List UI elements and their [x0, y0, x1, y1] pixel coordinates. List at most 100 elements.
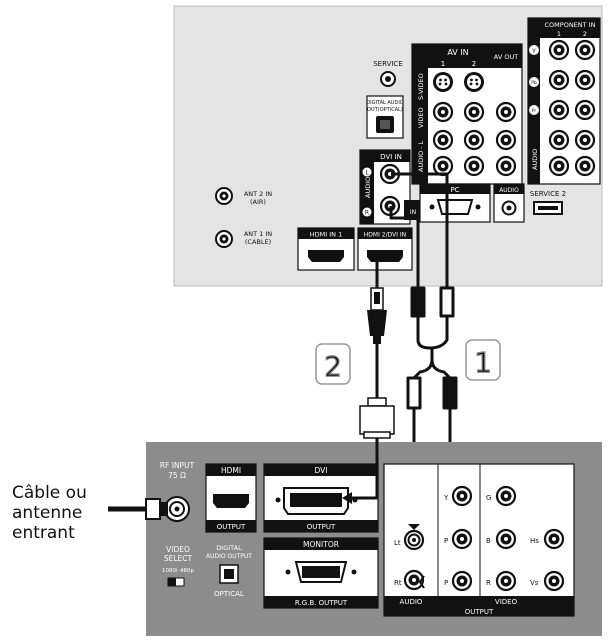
- tv-service-label: SERVICE: [373, 60, 403, 68]
- pc-label: PC: [450, 186, 459, 194]
- box-audio-lt-jack: [403, 529, 425, 551]
- box-dvi-label: DVI: [315, 466, 328, 475]
- component-1-label: 1: [557, 30, 561, 38]
- pc-audio-jack: [501, 200, 517, 216]
- av-video-jack-2: [463, 101, 485, 123]
- component-2-label: 2: [583, 30, 587, 38]
- hdmi-in2-port: [367, 250, 403, 262]
- box-output-label: OUTPUT: [465, 608, 494, 616]
- component-y-jack-1: [548, 39, 570, 61]
- box-pb-jack: [451, 528, 473, 550]
- ant1-label-1: ANT 1 IN: [244, 230, 272, 238]
- box-digital-audio-label-2: AUDIO OUTPUT: [206, 553, 252, 560]
- component-pb-label: Pb: [531, 80, 537, 86]
- component-pb-jack-2: [574, 69, 596, 91]
- component-in-label: COMPONENT IN: [545, 21, 596, 29]
- box-r-label: R: [486, 579, 491, 587]
- av-video-out-jack: [495, 101, 517, 123]
- res-480-label: 480p: [180, 568, 194, 574]
- box-vs-label: Vs: [530, 579, 539, 587]
- cable-label-2-box: [315, 343, 351, 385]
- box-hs-label: Hs: [530, 537, 539, 545]
- box-rt-label: Rt: [394, 579, 402, 587]
- incoming-coax-cable: [108, 498, 168, 520]
- component-pr-jack-2: [574, 99, 596, 121]
- s-video-jack-1: [433, 72, 453, 92]
- box-g-jack: [495, 485, 517, 507]
- component-pb-jack-1: [548, 69, 570, 91]
- component-audio-label: AUDIO: [531, 149, 539, 170]
- dvi-r-label: R: [365, 210, 369, 217]
- cable-in-label-2: antenne: [12, 503, 82, 523]
- av-in-label: AV IN: [447, 48, 468, 57]
- video-select-switch[interactable]: [167, 577, 185, 587]
- ant2-label-1: ANT 2 IN: [244, 190, 272, 198]
- component-y-label: Y: [531, 48, 536, 55]
- av-audio-r-jack-1: [432, 155, 454, 177]
- video-select-label-2: SELECT: [164, 554, 193, 563]
- pc-vga-port: [436, 199, 474, 215]
- box-dvi-output-label: OUTPUT: [307, 523, 336, 531]
- dvi-in-label: DVI IN: [380, 153, 402, 161]
- digital-audio-label-1: DIGITAL AUDIO: [366, 100, 404, 106]
- box-y-label: Y: [443, 494, 449, 502]
- av-in-2-label: 2: [472, 60, 476, 68]
- box-lt-label: Lt: [394, 539, 401, 547]
- box-hdmi-port: [213, 494, 249, 508]
- rf-input-label: RF INPUT: [160, 461, 195, 470]
- hdmi-dvi-cable: [359, 287, 395, 439]
- av-audio-l-jack-1: [432, 129, 454, 151]
- component-pr-jack-1: [548, 99, 570, 121]
- cable-in-label-3: entrant: [12, 523, 75, 543]
- box-b-label: B: [486, 537, 491, 545]
- box-b-jack: [495, 528, 517, 550]
- dvi-audio-label: AUDIO: [364, 177, 372, 198]
- res-1080-label: 1080i: [162, 568, 178, 574]
- box-digital-audio-label-1: DIGITAL: [216, 544, 242, 552]
- av-in-1-label: 1: [441, 60, 445, 68]
- video-label: VIDEO: [417, 107, 425, 128]
- component-pr-label: Pr: [532, 108, 537, 114]
- cable-in-label-1: Câble ou: [12, 483, 87, 503]
- hdmi-in2-label: HDMI 2/DVI IN: [364, 232, 406, 239]
- s-video-label: S-VIDEO: [417, 73, 425, 100]
- ant2-jack: [215, 187, 233, 205]
- hdmi-in1-label: HDMI IN 1: [310, 231, 342, 239]
- service2-label: SERVICE 2: [530, 190, 566, 198]
- rf-input-ohm: 75 Ω: [168, 471, 186, 480]
- dvi-l-label: L: [365, 170, 369, 177]
- s-video-jack-2: [464, 72, 484, 92]
- av-video-jack-1: [432, 101, 454, 123]
- box-g-label: G: [486, 494, 491, 502]
- av-audio-l-jack-2: [463, 129, 485, 151]
- box-optical-label: OPTICAL: [214, 590, 244, 598]
- box-video-label: VIDEO: [495, 598, 518, 606]
- service-jack: [380, 71, 396, 87]
- box-hdmi-label: HDMI: [221, 466, 241, 475]
- box-r-jack: [495, 570, 517, 592]
- dvi-cable-route: [352, 438, 379, 500]
- in-partial-label: IN: [410, 209, 416, 216]
- component-y-jack-2: [574, 39, 596, 61]
- audio-l-label: AUDIO - L: [417, 140, 425, 172]
- component-audio-r-jack-1: [548, 155, 570, 177]
- component-audio-r-jack-2: [574, 155, 596, 177]
- cable-label-2: 2: [324, 350, 342, 383]
- box-hs-jack: [543, 528, 565, 550]
- cable-label-1: 1: [474, 346, 492, 379]
- box-vs-jack: [543, 570, 565, 592]
- box-y-jack: [451, 485, 473, 507]
- av-audio-r-jack-2: [463, 155, 485, 177]
- video-select-label-1: VIDEO: [166, 545, 190, 554]
- ant1-jack: [215, 230, 233, 248]
- component-audio-l-jack-1: [548, 129, 570, 151]
- ant2-label-2: (AIR): [250, 198, 266, 206]
- ant1-label-2: (CABLE): [245, 238, 271, 246]
- av-out-label: AV OUT: [494, 53, 518, 61]
- digital-audio-label-2: OUT(OPTICAL): [367, 107, 403, 113]
- av-audio-l-out-jack: [495, 129, 517, 151]
- box-pr-label: P: [444, 579, 448, 587]
- component-audio-l-jack-2: [574, 129, 596, 151]
- cable-label-1-box: [465, 339, 501, 381]
